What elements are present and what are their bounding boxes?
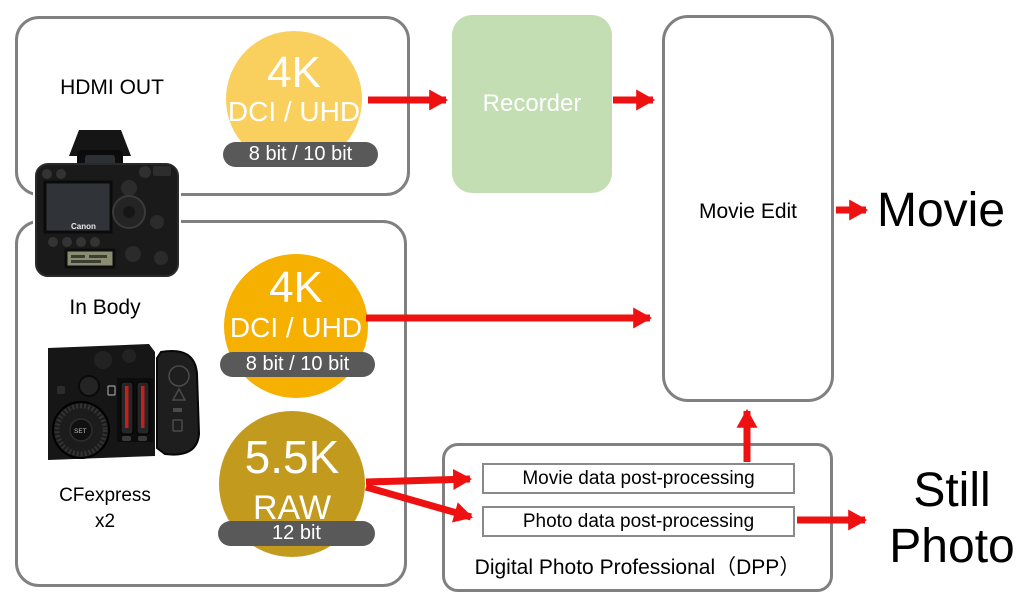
camera-back-illustration: Canon — [35, 130, 179, 277]
movie-data-post-processing-label: Movie data post-processing — [522, 467, 755, 489]
button — [90, 237, 100, 247]
body-button — [78, 375, 100, 397]
card-icon — [107, 385, 116, 396]
cfexpress-label: CFexpress x2 — [40, 483, 170, 535]
button — [154, 251, 168, 265]
body-4k-subtitle: DCI / UHD — [229, 312, 363, 343]
lcd-screen — [43, 180, 113, 234]
still-photo-line2: Photo — [889, 520, 1015, 573]
raw-bit-depth-pill: 12 bit — [218, 521, 375, 546]
sub-lcd-panel — [64, 248, 116, 269]
photo-data-post-processing-label: Photo data post-processing — [522, 510, 755, 532]
hdmi-bit-depth-pill: 8 bit / 10 bit — [223, 142, 378, 167]
body-4k-title: 4K — [269, 263, 323, 312]
still-photo-output-label: Still Photo — [880, 463, 1024, 575]
camera-back-photo: Canon — [33, 126, 181, 280]
hdmi-4k-subtitle: DCI / UHD — [227, 96, 361, 127]
canon-logo: Canon — [71, 222, 96, 231]
cfexpress-label-line2: x2 — [94, 511, 116, 532]
viewfinder-hump — [69, 130, 131, 156]
door-warning-icon — [171, 387, 187, 401]
hdmi-4k-title: 4K — [267, 48, 321, 97]
body-detail — [94, 351, 112, 369]
quick-dial-knurl — [54, 403, 108, 457]
set-label: SET — [74, 428, 87, 435]
movie-output-label: Movie — [877, 184, 1006, 237]
button — [139, 166, 151, 178]
button — [76, 237, 86, 247]
sub-lcd-digits — [89, 255, 107, 258]
photo-data-post-processing-box: Photo data post-processing — [482, 506, 795, 537]
movie-edit-box — [662, 15, 834, 402]
door-dial-icon — [168, 365, 190, 387]
set-dial-button — [69, 418, 93, 442]
body-detail — [122, 349, 136, 363]
movie-data-post-processing-box: Movie data post-processing — [482, 463, 795, 494]
card-2-stripe — [141, 386, 145, 428]
recorder-box: Recorder — [452, 15, 612, 193]
still-photo-line1: Still — [913, 464, 991, 517]
set-button — [123, 206, 135, 218]
door-card-icon — [172, 419, 183, 432]
cfexpress-label-line1: CFexpress — [59, 485, 151, 506]
body-raw-title: 5.5K — [244, 431, 340, 483]
dpp-label: Digital Photo Professional（DPP） — [474, 556, 801, 579]
door-text-lines — [173, 408, 182, 412]
camera-card-slots-photo: SET — [45, 342, 203, 466]
button — [62, 237, 72, 247]
body-raw-subtitle: RAW — [252, 489, 332, 527]
card-slot-illustration: SET — [48, 344, 201, 460]
button — [150, 215, 164, 229]
eject-button-2 — [138, 436, 147, 441]
button — [56, 169, 66, 179]
joystick — [121, 180, 137, 196]
in-body-label: In Body — [69, 296, 141, 319]
body-button — [57, 386, 65, 394]
button — [48, 237, 58, 247]
mode-lever — [125, 246, 141, 262]
hdmi-out-label: HDMI OUT — [60, 76, 164, 99]
button — [42, 169, 52, 179]
recorder-label: Recorder — [482, 90, 582, 117]
af-button — [153, 166, 171, 176]
eject-button-1 — [122, 436, 131, 441]
sub-lcd-digits — [71, 260, 101, 263]
movie-edit-label: Movie Edit — [698, 200, 798, 223]
camera-body-edge — [35, 163, 179, 277]
sub-lcd-digits — [71, 255, 85, 258]
body-bit-depth-pill: 8 bit / 10 bit — [220, 352, 375, 377]
card-1-stripe — [125, 386, 129, 428]
